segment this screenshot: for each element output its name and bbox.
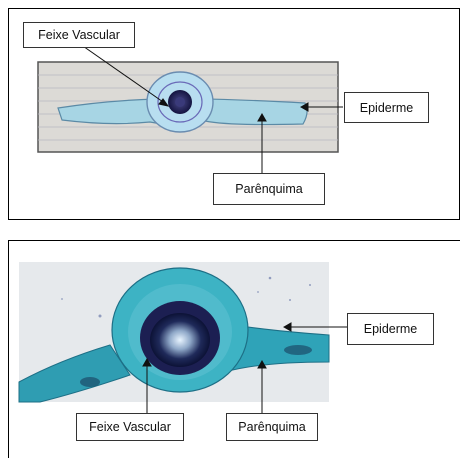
label-epidermis-top: Epiderme xyxy=(344,92,429,123)
label-epidermis-bottom: Epiderme xyxy=(347,313,434,345)
label-vascular-bundle-top: Feixe Vascular xyxy=(23,22,135,48)
leaf-drawing xyxy=(38,62,338,152)
micrograph-image xyxy=(19,262,329,402)
label-vascular-bundle-bottom: Feixe Vascular xyxy=(76,413,184,441)
micrograph-vascular-bundle xyxy=(150,313,210,367)
label-parenchyma-bottom: Parênquima xyxy=(226,413,318,441)
label-parenchyma-top: Parênquima xyxy=(213,173,325,205)
